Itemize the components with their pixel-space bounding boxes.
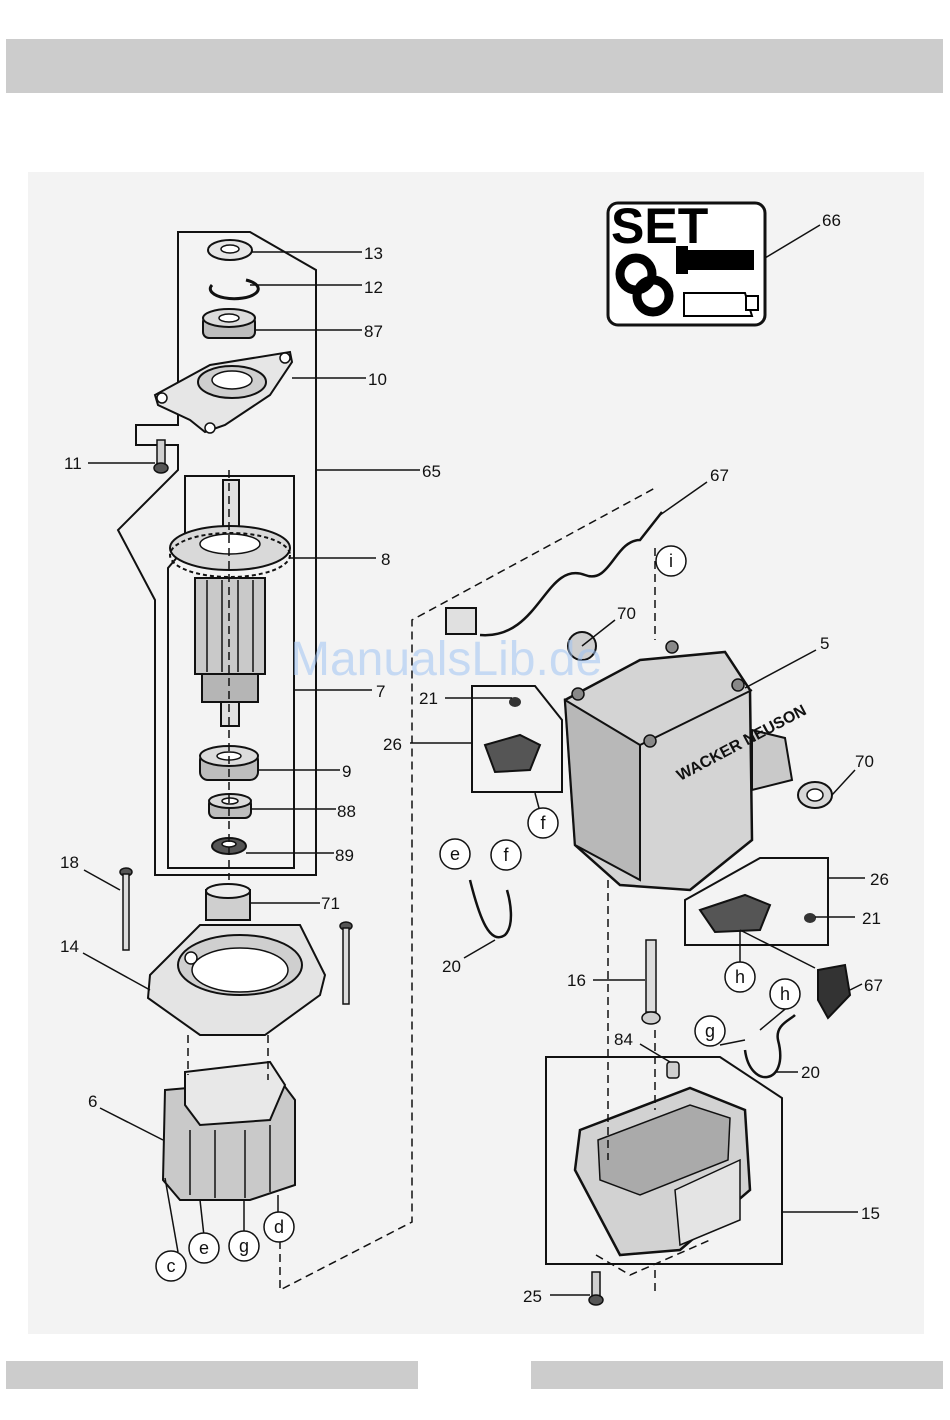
part-67-plug-lower	[818, 965, 850, 1018]
callout-18: 18	[60, 853, 79, 872]
part-25-screw	[589, 1272, 603, 1305]
svg-text:c: c	[167, 1256, 176, 1276]
part-67-plug	[446, 608, 476, 634]
connector-g-cable: g	[695, 1016, 725, 1046]
callout-11: 11	[64, 454, 82, 473]
connector-g-stator: g	[229, 1231, 259, 1261]
callout-20-right: 20	[801, 1063, 820, 1082]
svg-text:d: d	[274, 1217, 284, 1237]
callout-10: 10	[368, 370, 387, 389]
part-84-pin	[667, 1062, 679, 1078]
callout-21-left: 21	[419, 689, 438, 708]
part-70-seal-right	[798, 782, 832, 808]
callout-66: 66	[822, 211, 841, 230]
part-14-flange-housing	[148, 925, 325, 1035]
part-16-screw	[642, 940, 660, 1024]
callout-26-right: 26	[870, 870, 889, 889]
callout-20-left: 20	[442, 957, 461, 976]
svg-text:h: h	[735, 967, 745, 987]
svg-text:e: e	[450, 844, 460, 864]
callout-65: 65	[422, 462, 441, 481]
part-6-stator	[163, 1062, 295, 1200]
callout-87: 87	[364, 322, 383, 341]
callout-9: 9	[342, 762, 351, 781]
svg-text:g: g	[705, 1021, 715, 1041]
connector-f-cable: f	[491, 840, 521, 870]
callout-71: 71	[321, 894, 340, 913]
callout-89: 89	[335, 846, 354, 865]
part-88-bearing	[209, 794, 251, 818]
part-87-bearing	[203, 309, 255, 338]
part-26-brush-holder-right	[700, 895, 816, 932]
part-26-brush-holder-left	[485, 697, 540, 772]
connector-c: c	[156, 1251, 186, 1281]
part-71-sleeve	[206, 884, 250, 920]
svg-text:e: e	[199, 1238, 209, 1258]
part-18-bolt-right	[340, 922, 352, 1004]
connector-e-stator: e	[189, 1233, 219, 1263]
callout-21-right: 21	[862, 909, 881, 928]
set-label: SET	[611, 198, 708, 254]
part-18-bolt	[120, 868, 132, 950]
callout-88: 88	[337, 802, 356, 821]
callout-70-right: 70	[855, 752, 874, 771]
callout-13: 13	[364, 244, 383, 263]
part-10-flange	[155, 352, 292, 433]
svg-text:g: g	[239, 1236, 249, 1256]
callout-5: 5	[820, 634, 829, 653]
connector-h-upper: h	[725, 962, 755, 992]
connector-h-cable: h	[770, 979, 800, 1009]
callout-67-lower: 67	[864, 976, 883, 995]
callout-16: 16	[567, 971, 586, 990]
part-13-washer	[208, 240, 252, 260]
part-15-base-cover	[575, 1088, 750, 1255]
callout-26-left: 26	[383, 735, 402, 754]
svg-text:h: h	[780, 984, 790, 1004]
callout-12: 12	[364, 278, 383, 297]
callout-15: 15	[861, 1204, 880, 1223]
svg-text:i: i	[669, 551, 673, 571]
part-20-cable-left	[470, 880, 511, 937]
part-20-cable-right	[745, 1015, 795, 1077]
leader-66	[765, 225, 820, 258]
callout-67-upper: 67	[710, 466, 729, 485]
part-8-armature	[170, 480, 290, 726]
callout-84: 84	[614, 1030, 633, 1049]
connector-f-upper: f	[528, 808, 558, 838]
connector-i: i	[656, 546, 686, 576]
part-12-circlip	[210, 280, 258, 299]
callout-70-upper: 70	[617, 604, 636, 623]
callout-8: 8	[381, 550, 390, 569]
connector-e-cable: e	[440, 839, 470, 869]
callout-25: 25	[523, 1287, 542, 1306]
set-kit-icon: SET	[608, 198, 765, 325]
callout-14: 14	[60, 937, 79, 956]
watermark: ManualsLib.de	[290, 633, 602, 686]
connector-d: d	[264, 1212, 294, 1242]
callout-6: 6	[88, 1092, 97, 1111]
